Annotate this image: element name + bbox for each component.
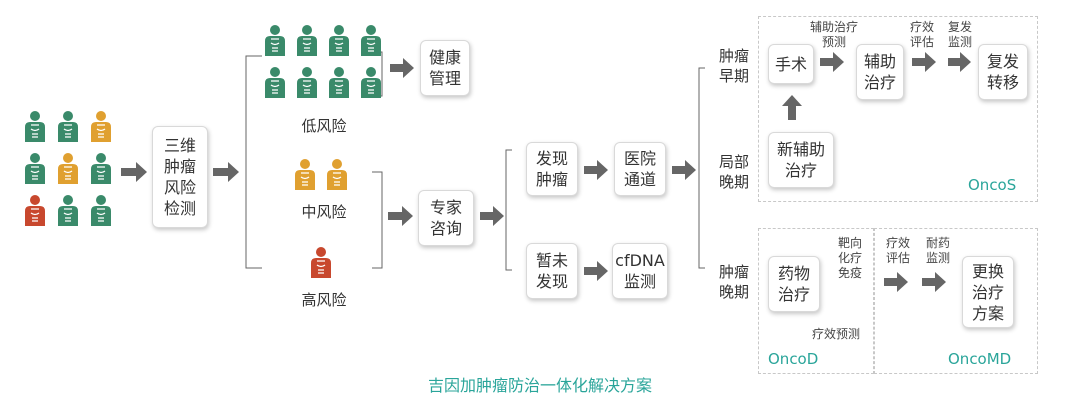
arrow-icon <box>584 261 608 281</box>
not-found-box: 暂未 发现 <box>526 243 578 299</box>
person-icon <box>262 66 288 98</box>
person-icon <box>55 110 81 142</box>
person-icon <box>55 194 81 226</box>
found-tumor-box: 发现 肿瘤 <box>526 142 578 196</box>
person-icon <box>88 152 114 184</box>
person-icon <box>88 194 114 226</box>
arrow-icon <box>390 58 414 78</box>
hospital-channel-box: 医院 通道 <box>614 142 666 196</box>
high-risk-label: 高风险 <box>301 291 347 309</box>
stage-late-label: 肿瘤 晚期 <box>718 263 749 301</box>
person-icon <box>294 24 320 56</box>
person-icon <box>262 24 288 56</box>
oncomd-brand: OncoMD <box>948 350 1012 368</box>
person-icon <box>308 246 334 278</box>
health-management-box: 健康 管理 <box>420 40 470 96</box>
screening-box: 三维 肿瘤 风险 检测 <box>152 126 208 228</box>
cfdna-monitor-box: cfDNA 监测 <box>612 243 668 299</box>
expert-consult-box: 专家 咨询 <box>418 190 474 246</box>
stage-early-label: 肿瘤 早期 <box>718 47 749 85</box>
oncod-brand: OncoD <box>768 350 819 368</box>
arrow-icon <box>480 206 504 226</box>
efficacy-prediction-label: 疗效预测 <box>811 327 860 341</box>
therapy-types-label: 靶向 化疗 免疫 <box>837 236 862 280</box>
recurrence-box: 复发 转移 <box>978 44 1028 100</box>
arrow-icon <box>922 272 946 292</box>
arrow-icon <box>213 162 239 182</box>
arrow-icon <box>820 52 844 72</box>
mid-risk-label: 中风险 <box>301 203 347 221</box>
person-icon <box>358 24 384 56</box>
oncomd-region <box>874 228 1038 374</box>
person-icon <box>326 66 352 98</box>
arrow-icon <box>121 162 147 182</box>
diagram-title: 吉因加肿瘤防治一体化解决方案 <box>427 376 652 395</box>
efficacy-eval-label: 疗效 评估 <box>909 20 934 49</box>
bracket-lines <box>245 51 705 271</box>
person-icon <box>55 152 81 184</box>
adjuvant-prediction-label: 辅助治疗 预测 <box>809 20 858 49</box>
person-icon <box>22 152 48 184</box>
oncos-brand: OncoS <box>968 176 1017 194</box>
neoadjuvant-box: 新辅助 治疗 <box>768 132 834 188</box>
arrow-icon <box>884 272 908 292</box>
person-icon <box>88 110 114 142</box>
person-icon <box>326 24 352 56</box>
person-icon <box>22 194 48 226</box>
person-icon <box>22 110 48 142</box>
stage-local-late-label: 局部 晚期 <box>718 153 749 191</box>
arrow-icon <box>948 52 971 72</box>
arrow-icon <box>672 160 696 180</box>
person-icon <box>292 158 318 190</box>
person-icon <box>324 158 350 190</box>
adjuvant-box: 辅助 治疗 <box>856 44 904 100</box>
person-icon <box>294 66 320 98</box>
arrow-icon <box>388 206 413 226</box>
oncod-region <box>758 228 874 374</box>
oncomd-efficacy-eval-label: 疗效 评估 <box>885 236 910 265</box>
oncos-region <box>758 16 1038 202</box>
surgery-box: 手术 <box>768 44 814 84</box>
arrow-icon <box>912 52 936 72</box>
low-risk-label: 低风险 <box>301 117 347 135</box>
arrow-icon <box>782 95 802 120</box>
person-icon <box>358 66 384 98</box>
change-therapy-box: 更换 治疗 方案 <box>962 256 1014 328</box>
recurrence-monitor-label: 复发 监测 <box>947 20 972 49</box>
arrow-glyphs <box>121 52 971 292</box>
arrow-icon <box>584 160 608 180</box>
resistance-monitor-label: 耐药 监测 <box>925 236 950 265</box>
drug-therapy-box: 药物 治疗 <box>768 256 820 312</box>
